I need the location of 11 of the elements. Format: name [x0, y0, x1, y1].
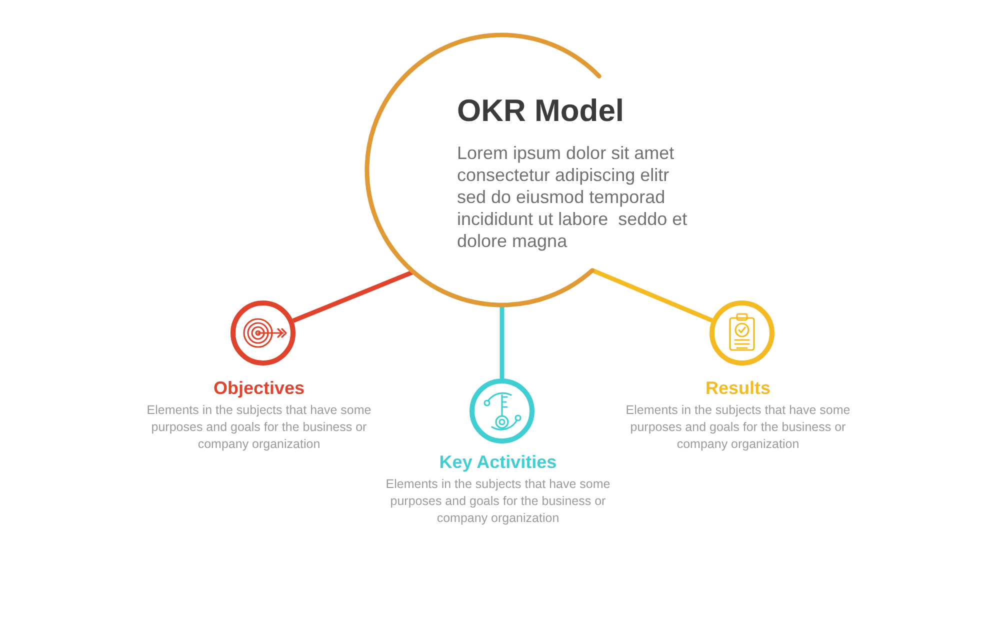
- step-description: Elements in the subjects that have some purposes and goals for the business or company organization: [146, 402, 372, 453]
- node-heading: OKR Model: [457, 93, 624, 129]
- connector-line: [591, 268, 713, 323]
- connector-line: [500, 305, 504, 378]
- step-description: Elements in the subjects that have some purposes and goals for the business or company organization: [384, 476, 612, 527]
- connector-line: [292, 270, 414, 323]
- step-heading: Results: [705, 378, 771, 399]
- step-description: Elements in the subjects that have some purposes and goals for the business or company organization: [624, 402, 852, 453]
- step-heading: Objectives: [213, 378, 305, 399]
- body-text: Lorem ipsum dolor sit amet consectetur adipiscing elitr sed do eiusmod temporad incididunt ut labore seddo et dolore magna: [457, 142, 688, 252]
- step-heading: Key Activities: [439, 452, 557, 473]
